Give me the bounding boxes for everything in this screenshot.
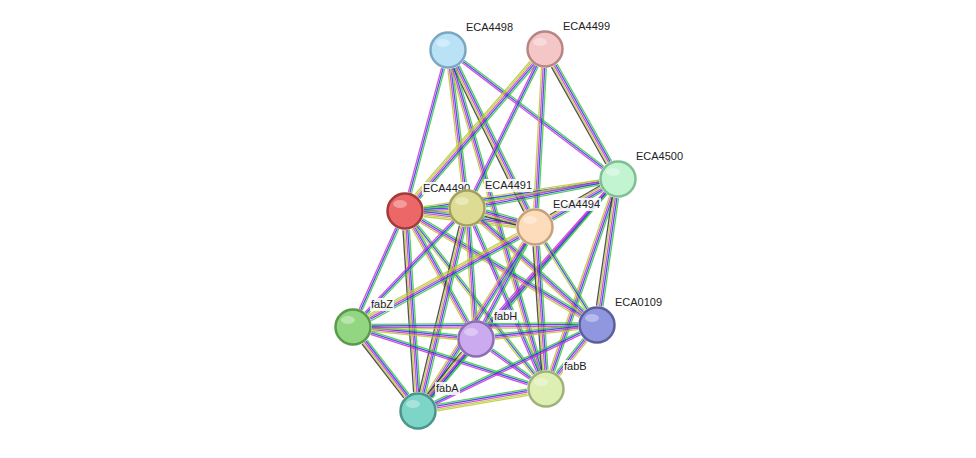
protein-node: ECA4500 <box>599 160 637 198</box>
node-label: ECA4494 <box>552 198 601 211</box>
node-label: ECA4499 <box>562 20 611 33</box>
interaction-edge <box>495 325 579 339</box>
protein-node: fabH <box>457 320 495 358</box>
protein-node: ECA0109 <box>578 306 616 344</box>
node-circle <box>386 192 424 230</box>
interaction-edge <box>483 243 527 323</box>
node-circle <box>578 306 616 344</box>
interaction-edge <box>544 242 588 310</box>
node-circle <box>599 160 637 198</box>
node-circle <box>399 392 437 430</box>
node-label: ECA4491 <box>484 179 533 192</box>
interaction-edge <box>403 230 420 392</box>
protein-node: ECA4494 <box>516 208 554 246</box>
interaction-edge <box>484 210 517 225</box>
interaction-edge <box>534 68 547 208</box>
protein-node: ECA4498 <box>429 31 467 69</box>
interaction-edge <box>556 338 587 375</box>
interaction-edge <box>426 242 527 397</box>
node-circle <box>526 30 564 68</box>
node-label: ECA4498 <box>465 21 514 34</box>
interaction-edge <box>466 227 477 320</box>
interaction-edge <box>415 61 535 198</box>
node-label: ECA4500 <box>635 150 684 163</box>
interaction-edge <box>427 352 466 398</box>
node-label: fabB <box>563 360 588 373</box>
interaction-edge <box>597 197 619 306</box>
node-circle <box>516 208 554 246</box>
node-circle <box>334 308 372 346</box>
interaction-edge <box>362 340 409 398</box>
interaction-edge <box>474 65 538 191</box>
protein-node: ECA4499 <box>526 30 564 68</box>
node-circle <box>457 320 495 358</box>
node-circle <box>448 189 486 227</box>
protein-node: fabZ <box>334 308 372 346</box>
node-label: fabA <box>435 382 460 395</box>
node-label: fabH <box>493 310 518 323</box>
interaction-edge <box>359 228 398 311</box>
protein-node: fabA <box>399 392 437 430</box>
node-circle <box>527 370 565 408</box>
interaction-edge <box>368 233 520 320</box>
protein-node: ECA4491 <box>448 189 486 227</box>
interaction-edge <box>550 186 603 221</box>
interaction-edge <box>552 64 612 164</box>
node-label: fabZ <box>370 298 394 311</box>
protein-node: ECA4490 <box>386 192 424 230</box>
node-circle <box>429 31 467 69</box>
node-label: ECA0109 <box>614 296 663 309</box>
interaction-edge <box>429 192 607 397</box>
protein-node: fabB <box>527 370 565 408</box>
